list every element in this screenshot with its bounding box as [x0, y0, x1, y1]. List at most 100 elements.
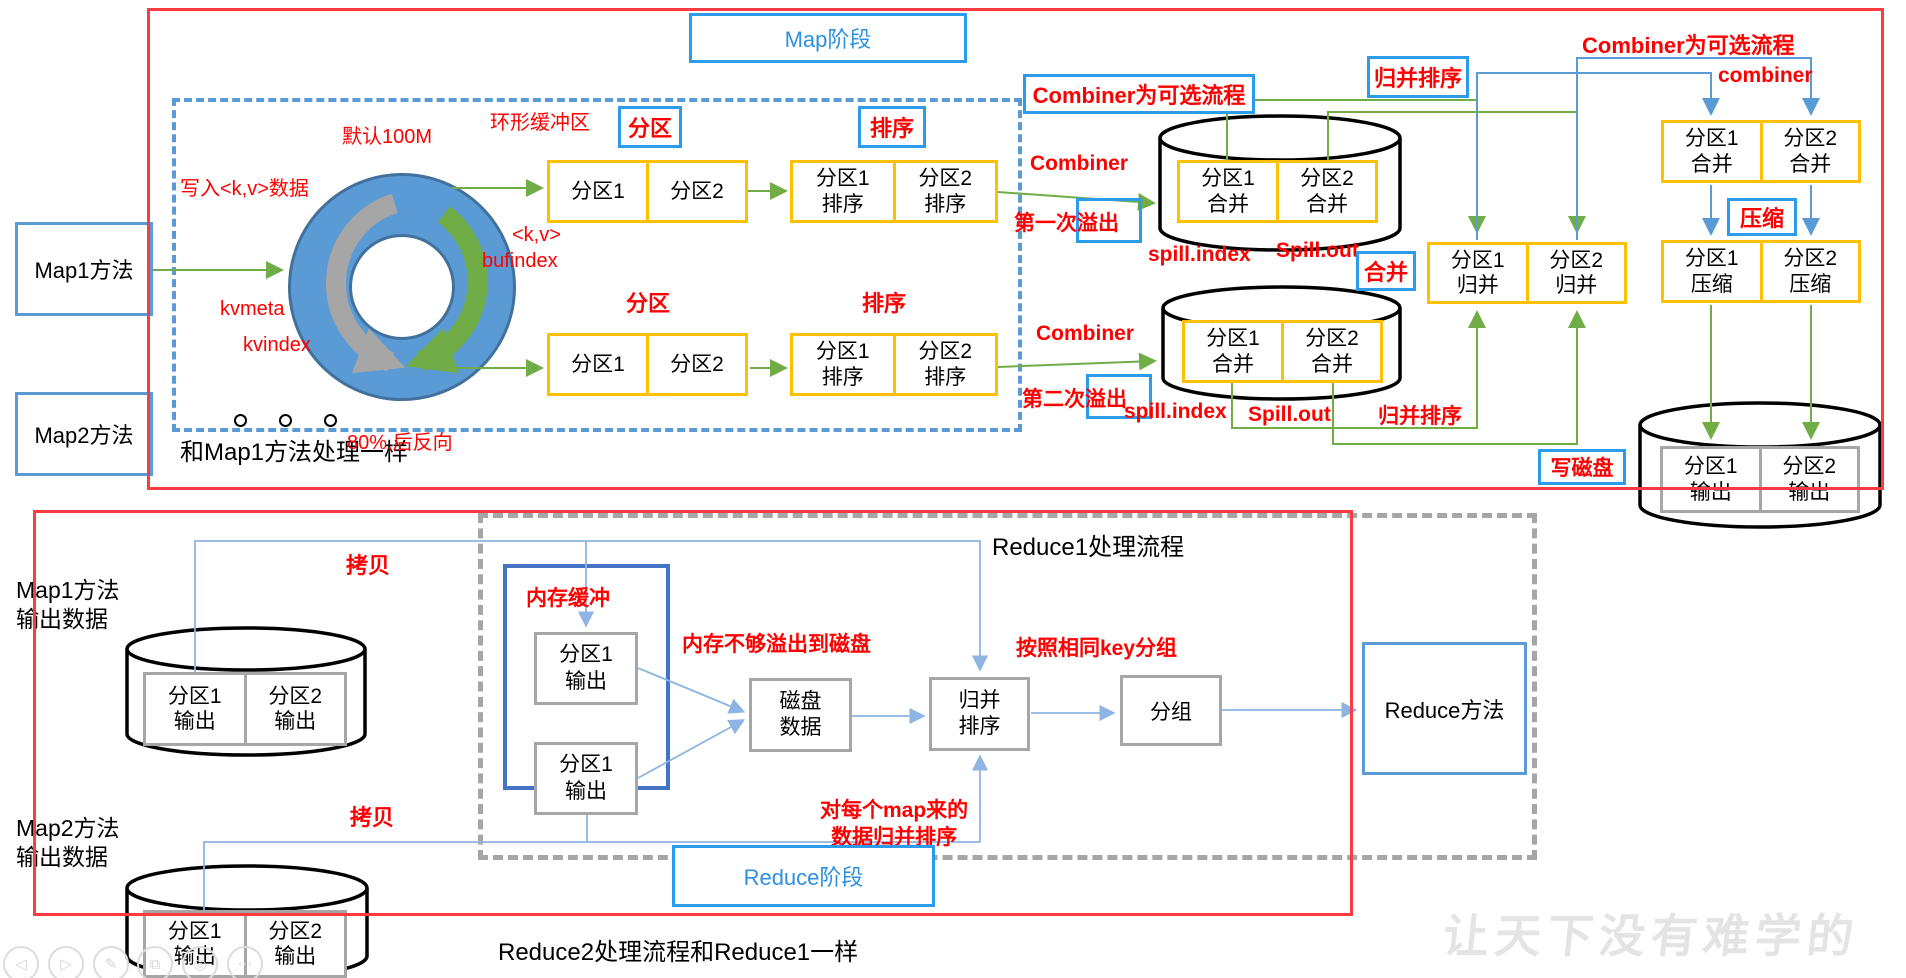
merge-boxed-text: 合并	[1363, 260, 1408, 285]
spill2-partition1-merge: 分区1 合并	[1206, 327, 1260, 376]
sort-pair-row1: 分区1 排序 分区2 排序	[790, 160, 998, 223]
reduce-stage-title: Reduce阶段	[672, 845, 935, 907]
partition2-merge-cell: 分区2 归并	[1525, 245, 1625, 301]
buffer-kvindex: kvindex	[243, 334, 311, 356]
write-disk-text: 写磁盘	[1550, 457, 1614, 480]
partition-title-2: 分区	[626, 291, 671, 316]
mem-cell-2-text: 分区1 输出	[559, 753, 613, 803]
merge-sort-boxed-text: 归并排序	[1373, 66, 1462, 91]
combiner-optional-plain-label: Combiner为可选流程	[1582, 33, 1795, 58]
sort2-cell: 分区2 排序	[892, 163, 996, 220]
mem-partition-box-2: 分区1 输出	[534, 742, 638, 815]
buffer-write-kv: 写入<k,v>数据	[180, 178, 309, 200]
disk-data-text: 磁盘 数据	[779, 689, 822, 739]
spill2-merge-pair: 分区1 合并 分区2 合并	[1182, 320, 1383, 383]
spill1-partition2-merge: 分区2 合并	[1276, 163, 1375, 220]
map2-method-label: Map2方法	[34, 423, 134, 448]
zoom-icon[interactable]: ◎	[182, 946, 218, 978]
copy-label-1: 拷贝	[346, 553, 391, 578]
second-spill-highlight-box	[1086, 374, 1152, 419]
reduce-stage-title-text: Reduce阶段	[743, 865, 864, 890]
map1-method-box: Map1方法	[15, 222, 153, 316]
map-stage-title-text: Map阶段	[784, 27, 872, 52]
watermark-text: 让天下没有难学的技术	[1433, 909, 1862, 978]
combiner-small-label: combiner	[1718, 64, 1813, 87]
per-map-merge-note: 对每个map来的 数据归并排序	[820, 772, 968, 851]
reduce1-flow-title: Reduce1处理流程	[992, 534, 1185, 561]
sort-pair-row2: 分区1 排序 分区2 排序	[790, 333, 998, 396]
spill1-merge-pair: 分区1 合并 分区2 合并	[1177, 160, 1378, 223]
partition2-compress-cell: 分区2 压缩	[1759, 243, 1859, 300]
partition2-output-cell: 分区2 输出	[1758, 449, 1858, 510]
partition-title-box-1: 分区	[618, 106, 682, 148]
buffer-default-size: 默认100M	[342, 126, 433, 148]
spill1-index-label: spill.index	[1148, 243, 1251, 266]
map2-method-box: Map2方法	[15, 392, 153, 476]
partition1-combine-cell: 分区1 合并	[1684, 127, 1739, 176]
merge-title-box: 合并	[1356, 251, 1416, 291]
sort1-cell: 分区1 排序	[815, 167, 870, 216]
copy-icon[interactable]: ⧉	[137, 946, 173, 978]
spill2-index-label: spill.index	[1124, 400, 1227, 423]
map-stage-title: Map阶段	[689, 13, 967, 63]
partition1-cell: 分区1	[571, 179, 625, 203]
combine-pair-right: 分区1 合并 分区2 合并	[1661, 120, 1861, 183]
first-spill-label: 第一次溢出	[1014, 212, 1119, 235]
combiner-label-row1: Combiner	[1030, 152, 1129, 175]
ring-buffer-hole	[349, 234, 455, 340]
reduce2-note: Reduce2处理流程和Reduce1一样	[498, 939, 859, 966]
compress-boxed-text: 压缩	[1739, 206, 1784, 231]
partition-pair-row1: 分区1 分区2	[547, 160, 748, 223]
buffer-kv: <k,v>	[512, 224, 561, 246]
map-output-pair: 分区1 输出 分区2 输出	[1660, 446, 1860, 513]
reduce-method-box: Reduce方法	[1362, 642, 1527, 775]
overflow-to-disk-label: 内存不够溢出到磁盘	[682, 633, 871, 656]
ellipsis-dot	[279, 414, 292, 427]
partition2-cell: 分区2	[646, 336, 745, 393]
more-icon[interactable]: ⋯	[227, 946, 263, 978]
buffer-name: 环形缓冲区	[490, 112, 590, 134]
forward-icon[interactable]: ▷	[48, 946, 84, 978]
group-box: 分组	[1120, 675, 1222, 746]
spill2-out-label: Spill.out	[1248, 403, 1331, 426]
buffer-bufindex: bufindex	[482, 250, 558, 272]
sort-title-1: 排序	[869, 116, 914, 141]
partition2-cell: 分区2	[646, 163, 745, 220]
map1-method-label: Map1方法	[34, 258, 134, 283]
merge-sort-box: 归并 排序	[929, 677, 1030, 751]
second-spill-label: 第二次溢出	[1022, 388, 1127, 411]
sort-title-box-1: 排序	[858, 106, 926, 148]
back-icon[interactable]: ◁	[3, 946, 39, 978]
group-text: 分组	[1150, 700, 1192, 724]
partition2-output-cell: 分区2 输出	[243, 675, 345, 743]
spill2-merge-sort-label: 归并排序	[1378, 405, 1462, 428]
partition-pair-row2: 分区1 分区2	[547, 333, 748, 396]
disk-data-box: 磁盘 数据	[749, 678, 852, 752]
reduce-method-text: Reduce方法	[1384, 697, 1505, 723]
spill1-out-label: Spill.out	[1276, 239, 1359, 262]
edit-icon[interactable]: ✎	[93, 946, 129, 978]
partition1-output-cell: 分区1 输出	[1683, 455, 1738, 504]
reduce-dashed-frame	[478, 513, 1537, 860]
combiner-label-row2: Combiner	[1036, 322, 1135, 345]
copy-connectors	[194, 540, 1358, 910]
spill2-partition2-merge: 分区2 合并	[1281, 323, 1380, 380]
first-spill-highlight-box	[1076, 198, 1142, 243]
partition1-merge-cell: 分区1 归并	[1450, 248, 1505, 297]
compress-pair: 分区1 压缩 分区2 压缩	[1661, 240, 1861, 303]
combiner-optional-boxed-text: Combiner为可选流程	[1032, 83, 1246, 108]
merge-sort-text: 归并 排序	[958, 688, 1001, 738]
group-by-key-label: 按照相同key分组	[1016, 637, 1178, 660]
map1-output-pair: 分区1 输出 分区2 输出	[143, 672, 347, 746]
partition2-combine-cell: 分区2 合并	[1759, 123, 1859, 180]
merge-sort-title-box: 归并排序	[1367, 56, 1469, 98]
sort2-cell: 分区2 排序	[892, 336, 996, 393]
per-map-merge-text: 对每个map来的 数据归并排序	[820, 799, 969, 849]
memory-buffer-label: 内存缓冲	[526, 587, 610, 610]
partition1-cell: 分区1	[571, 352, 625, 376]
sort-title-2: 排序	[862, 291, 907, 316]
map1-output-label: Map1方法 输出数据	[16, 577, 120, 632]
map2-output-label: Map2方法 输出数据	[16, 815, 120, 870]
mem-cell-1-text: 分区1 输出	[559, 643, 613, 693]
